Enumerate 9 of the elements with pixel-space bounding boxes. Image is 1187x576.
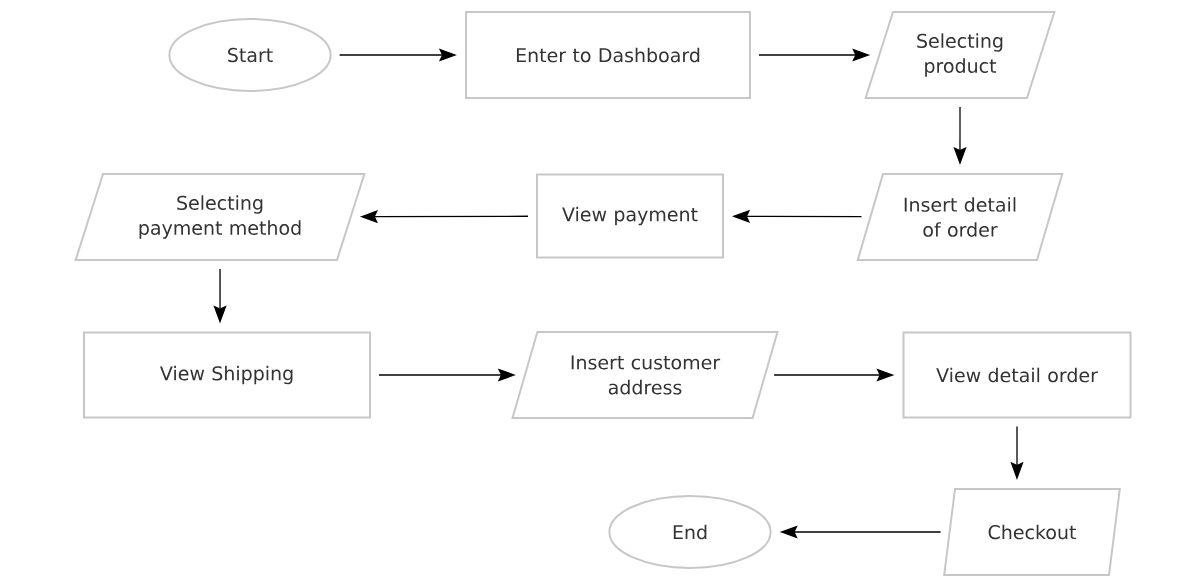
process-box: Enter to Dashboard xyxy=(465,11,751,99)
data-parallelogram: Selecting payment method xyxy=(74,173,366,261)
process-box: View detail order xyxy=(902,331,1132,419)
process-box: View payment xyxy=(536,173,724,259)
data-parallelogram: Checkout xyxy=(943,488,1121,576)
data-parallelogram: Insert customer address xyxy=(511,331,779,419)
process-box: View Shipping xyxy=(83,331,371,419)
data-parallelogram: Selecting product xyxy=(864,11,1056,99)
data-parallelogram: Insert detail of order xyxy=(856,173,1064,261)
